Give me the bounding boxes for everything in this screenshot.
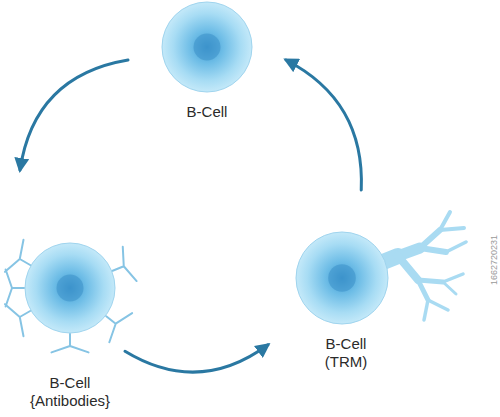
cell-body: [25, 243, 115, 333]
cell-node: B-Cell {Antibodies}: [0, 170, 125, 415]
antibody: [113, 247, 137, 281]
dendrite-branch: [446, 242, 466, 252]
dendrite-branch: [424, 300, 428, 320]
cell-nucleus: [328, 264, 356, 292]
dendrite-branch: [443, 282, 456, 294]
dendrite-branch: [420, 248, 446, 252]
antibody: [6, 269, 24, 306]
antibody: [106, 313, 132, 342]
cell-nucleus: [57, 275, 84, 302]
antibody: [5, 304, 30, 336]
cell-label: B-Cell {Antibodies}: [20, 374, 120, 410]
dendrite-branch: [398, 256, 418, 280]
dendrite-branch: [418, 280, 443, 282]
antibody: [5, 240, 30, 272]
cell-label: B-Cell (TRM): [311, 335, 381, 371]
dendrite-branch: [428, 300, 448, 310]
cell-node: B-Cell: [128, 0, 286, 125]
dendrite-branch: [440, 228, 464, 230]
cell-nucleus: [194, 34, 221, 61]
dendrite-branch: [420, 230, 440, 248]
cell-node: B-Cell (TRM): [268, 190, 490, 370]
stock-id-label: 1662720231: [489, 235, 499, 285]
antibody: [51, 334, 88, 352]
dendrite-branch: [418, 280, 428, 300]
cell-label: B-Cell: [157, 103, 257, 121]
cycle-arrow: [125, 345, 268, 372]
dendrite-branch: [443, 274, 463, 282]
cell-body: [162, 2, 252, 92]
cycle-arrow: [20, 60, 128, 170]
antibody-group: [5, 240, 137, 353]
cycle-arrow: [286, 60, 361, 190]
cell-body: [296, 232, 388, 324]
cell-shape: [268, 190, 490, 370]
